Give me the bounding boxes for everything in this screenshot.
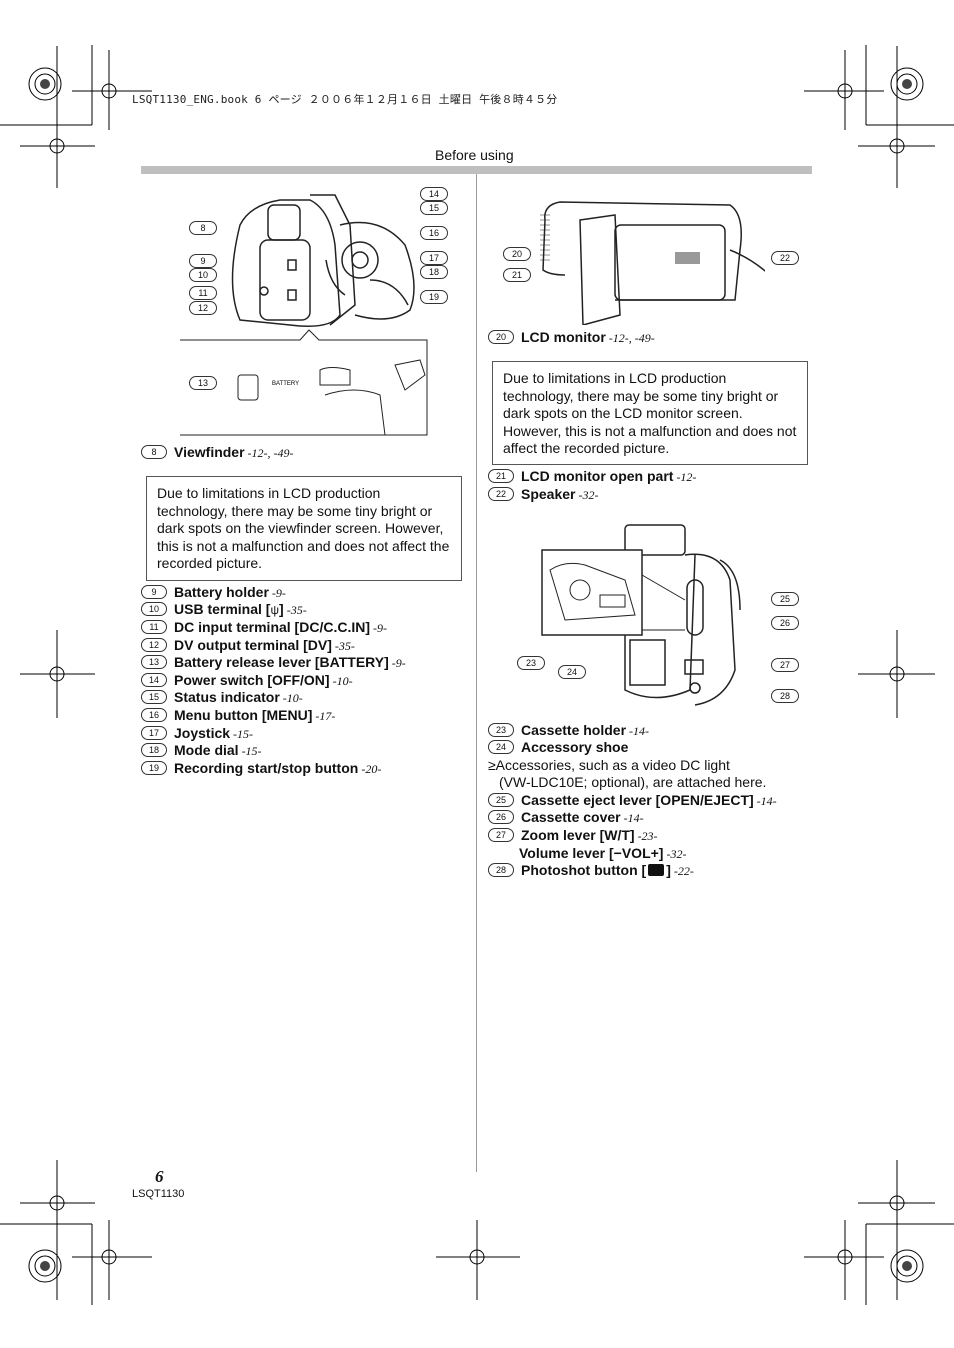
callout-8: 8 [189,221,217,235]
callout-16: 16 [420,226,448,240]
camcorder-lcd-open-illustration [540,201,765,325]
viewfinder-note: Due to limitations in LCD production tec… [146,476,462,581]
camcorder-left-side-illustration: BATTERY [180,194,428,436]
callout-26: 26 [771,616,799,630]
section-title: Before using [435,147,514,163]
callout-21: 21 [503,268,531,282]
callout-17: 17 [420,251,448,265]
camera-icon [648,864,665,877]
book-header-line: LSQT1130_ENG.book 6 ページ ２００６年１２月１６日 土曜日 … [132,93,558,106]
callout-20: 20 [503,247,531,261]
callout-28: 28 [771,689,799,703]
callout-25: 25 [771,592,799,606]
callout-10: 10 [189,268,217,282]
battery-inset-label: BATTERY [272,381,299,387]
callout-15: 15 [420,201,448,215]
callout-22: 22 [771,251,799,265]
callout-14: 14 [420,187,448,201]
column-divider [476,174,477,1172]
callout-11: 11 [189,286,217,300]
callout-23: 23 [517,656,545,670]
usb-icon: ψ [270,603,280,617]
callout-18: 18 [420,265,448,279]
page-number: 6 [155,1167,164,1186]
callout-19: 19 [420,290,448,304]
header-bar [141,166,812,174]
accessory-bullet-line1: ≥Accessories, such as a video DC light [488,757,730,773]
callout-12: 12 [189,301,217,315]
lcd-monitor-note: Due to limitations in LCD production tec… [492,361,808,465]
callout-9: 9 [189,254,217,268]
document-code: LSQT1130 [132,1188,185,1200]
callout-24: 24 [558,665,586,679]
callout-27: 27 [771,658,799,672]
accessory-bullet-line2: (VW-LDC10E; optional), are attached here… [499,774,767,790]
camcorder-right-side-illustration [541,524,741,706]
callout-13: 13 [189,376,217,390]
item-volume-lever: Volume lever [−VOL+] -32- [519,845,687,861]
